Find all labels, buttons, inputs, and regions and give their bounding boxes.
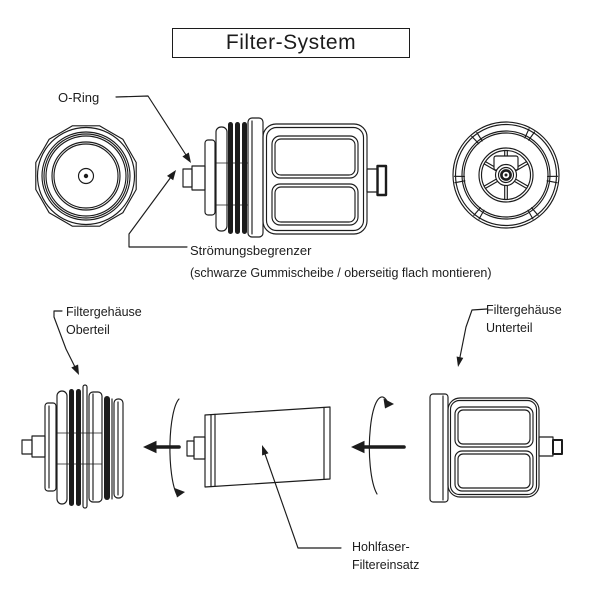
rotation-arrow-cartridge	[169, 398, 185, 498]
o-ring-leader-arrow	[115, 95, 191, 163]
oberteil-label-line1: Filtergehäuse	[66, 305, 142, 319]
einsatz-label-line1: Hohlfaser-	[352, 540, 410, 554]
o-ring-label: O-Ring	[58, 90, 100, 105]
unterteil-label-line1: Filtergehäuse	[486, 303, 562, 317]
stroemungsbegrenzer-label: Strömungsbegrenzer	[190, 243, 312, 258]
rim-notches	[453, 128, 559, 220]
filter-housing-bottom-view	[452, 121, 560, 229]
filter-cartridge-side-view	[186, 406, 331, 488]
center-dot	[83, 173, 89, 179]
unterteil-leader-arrow	[456, 308, 488, 367]
oberteil-label: Filtergehäuse Oberteil	[66, 304, 142, 339]
stroemungsbegrenzer-leader-arrow	[128, 170, 188, 248]
housing-top-part-side-view	[21, 384, 124, 509]
diagram-title: Filter-System	[225, 31, 357, 54]
stroemungsbegrenzer-note: (schwarze Gummischeibe / oberseitig flac…	[190, 266, 492, 280]
hohlfaser-leader-arrow	[262, 445, 342, 549]
hohlfaser-filtereinsatz-label: Hohlfaser- Filtereinsatz	[352, 539, 419, 574]
assembly-arrow-right	[351, 440, 406, 454]
housing-bottom-part-side-view	[429, 393, 563, 503]
assembly-arrow-left	[143, 440, 181, 454]
diagram-title-box: Filter-System	[172, 28, 410, 58]
einsatz-label-line2: Filtereinsatz	[352, 557, 420, 572]
oberteil-label-line2: Oberteil	[66, 322, 110, 337]
rotation-arrow-housing	[368, 396, 394, 495]
oberteil-leader-arrow	[53, 310, 79, 375]
assembled-filter-side-view	[182, 117, 388, 238]
unterteil-label: Filtergehäuse Unterteil	[486, 302, 562, 337]
filter-cap-top-view	[35, 125, 137, 227]
unterteil-label-line2: Unterteil	[486, 320, 533, 335]
